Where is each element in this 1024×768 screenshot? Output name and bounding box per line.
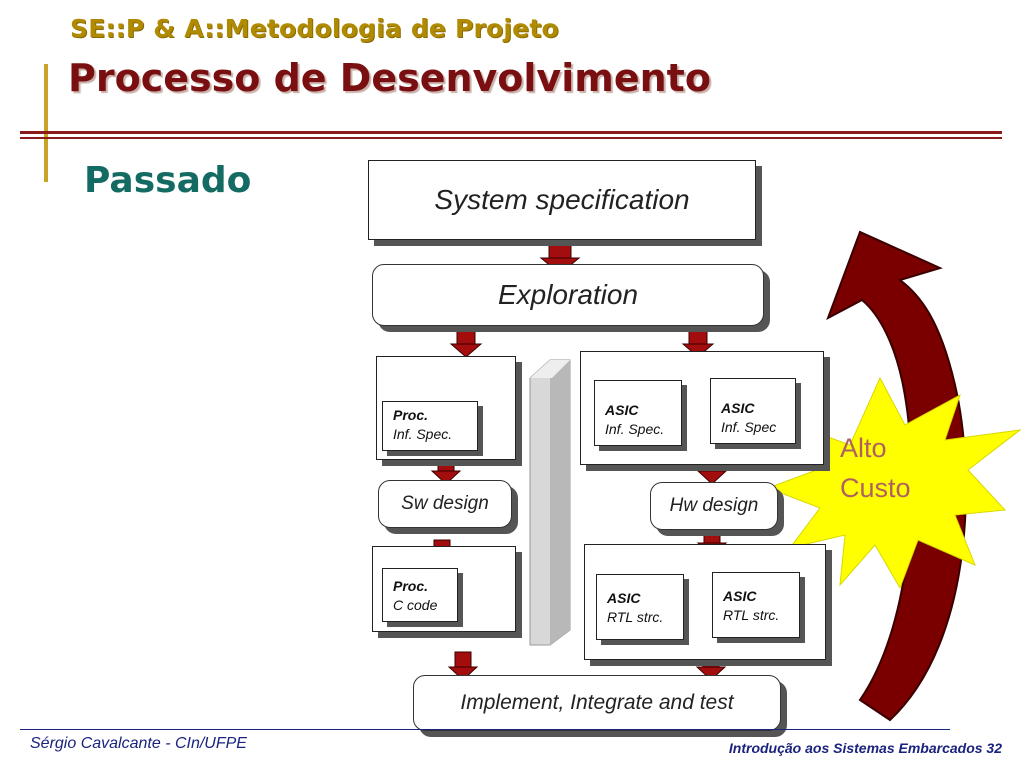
arrow-exploration-to-sw	[449, 330, 483, 358]
arrow-spec-to-exploration	[539, 240, 581, 275]
proc-inf-sub: Inf. Spec.	[393, 426, 453, 442]
asic-rtl-1-title: ASIC	[607, 590, 641, 606]
asic-inf-2-title: ASIC	[721, 400, 755, 416]
asic-rtl-box-2: ASIC RTL strc.	[712, 572, 800, 638]
proc-code-sub: C code	[393, 597, 438, 613]
sw-design-box: Sw design	[378, 480, 512, 528]
hw-design-box: Hw design	[650, 482, 778, 530]
footer-course-page: Introdução aos Sistemas Embarcados 32	[728, 740, 1002, 756]
arrow-sw-to-implement	[447, 651, 479, 681]
asic-inf-2-sub: Inf. Spec	[721, 419, 777, 435]
asic-rtl-1-sub: RTL strc.	[607, 609, 664, 625]
asic-inf-1-title: ASIC	[605, 402, 639, 418]
header-rule-top	[20, 131, 1002, 134]
implement-box: Implement, Integrate and test	[413, 675, 781, 731]
asic-rtl-2-sub: RTL strc.	[723, 607, 780, 623]
section-heading: Passado	[84, 160, 252, 201]
header-vertical-rule	[44, 64, 48, 182]
cost-label-line1: Alto	[840, 433, 887, 463]
arrow-exploration-to-hw	[681, 330, 715, 358]
page-title: Processo de Desenvolvimento	[68, 56, 711, 100]
asic-inf-spec-box-1: ASIC Inf. Spec.	[594, 380, 682, 446]
asic-rtl-2-title: ASIC	[723, 588, 757, 604]
proc-c-code-box: Proc. C code	[382, 568, 458, 622]
exploration-box: Exploration	[372, 264, 764, 326]
proc-inf-title: Proc.	[393, 407, 429, 423]
footer-rule	[20, 729, 950, 730]
asic-inf-spec-box-2: ASIC Inf. Spec	[710, 378, 796, 444]
proc-inf-spec-box: Proc. Inf. Spec.	[382, 401, 478, 451]
asic-rtl-box-1: ASIC RTL strc.	[596, 574, 684, 640]
cost-label: Alto Custo	[840, 428, 911, 508]
header-subtitle: SE::P & A::Metodologia de Projeto	[70, 14, 559, 43]
proc-code-title: Proc.	[393, 578, 429, 594]
cost-label-line2: Custo	[840, 473, 911, 503]
footer-author: Sérgio Cavalcante - CIn/UFPE	[30, 735, 247, 752]
asic-inf-1-sub: Inf. Spec.	[605, 421, 665, 437]
header-rule-bottom	[20, 137, 1002, 139]
system-specification-box: System specification	[368, 160, 756, 240]
cost-star	[766, 376, 1022, 590]
